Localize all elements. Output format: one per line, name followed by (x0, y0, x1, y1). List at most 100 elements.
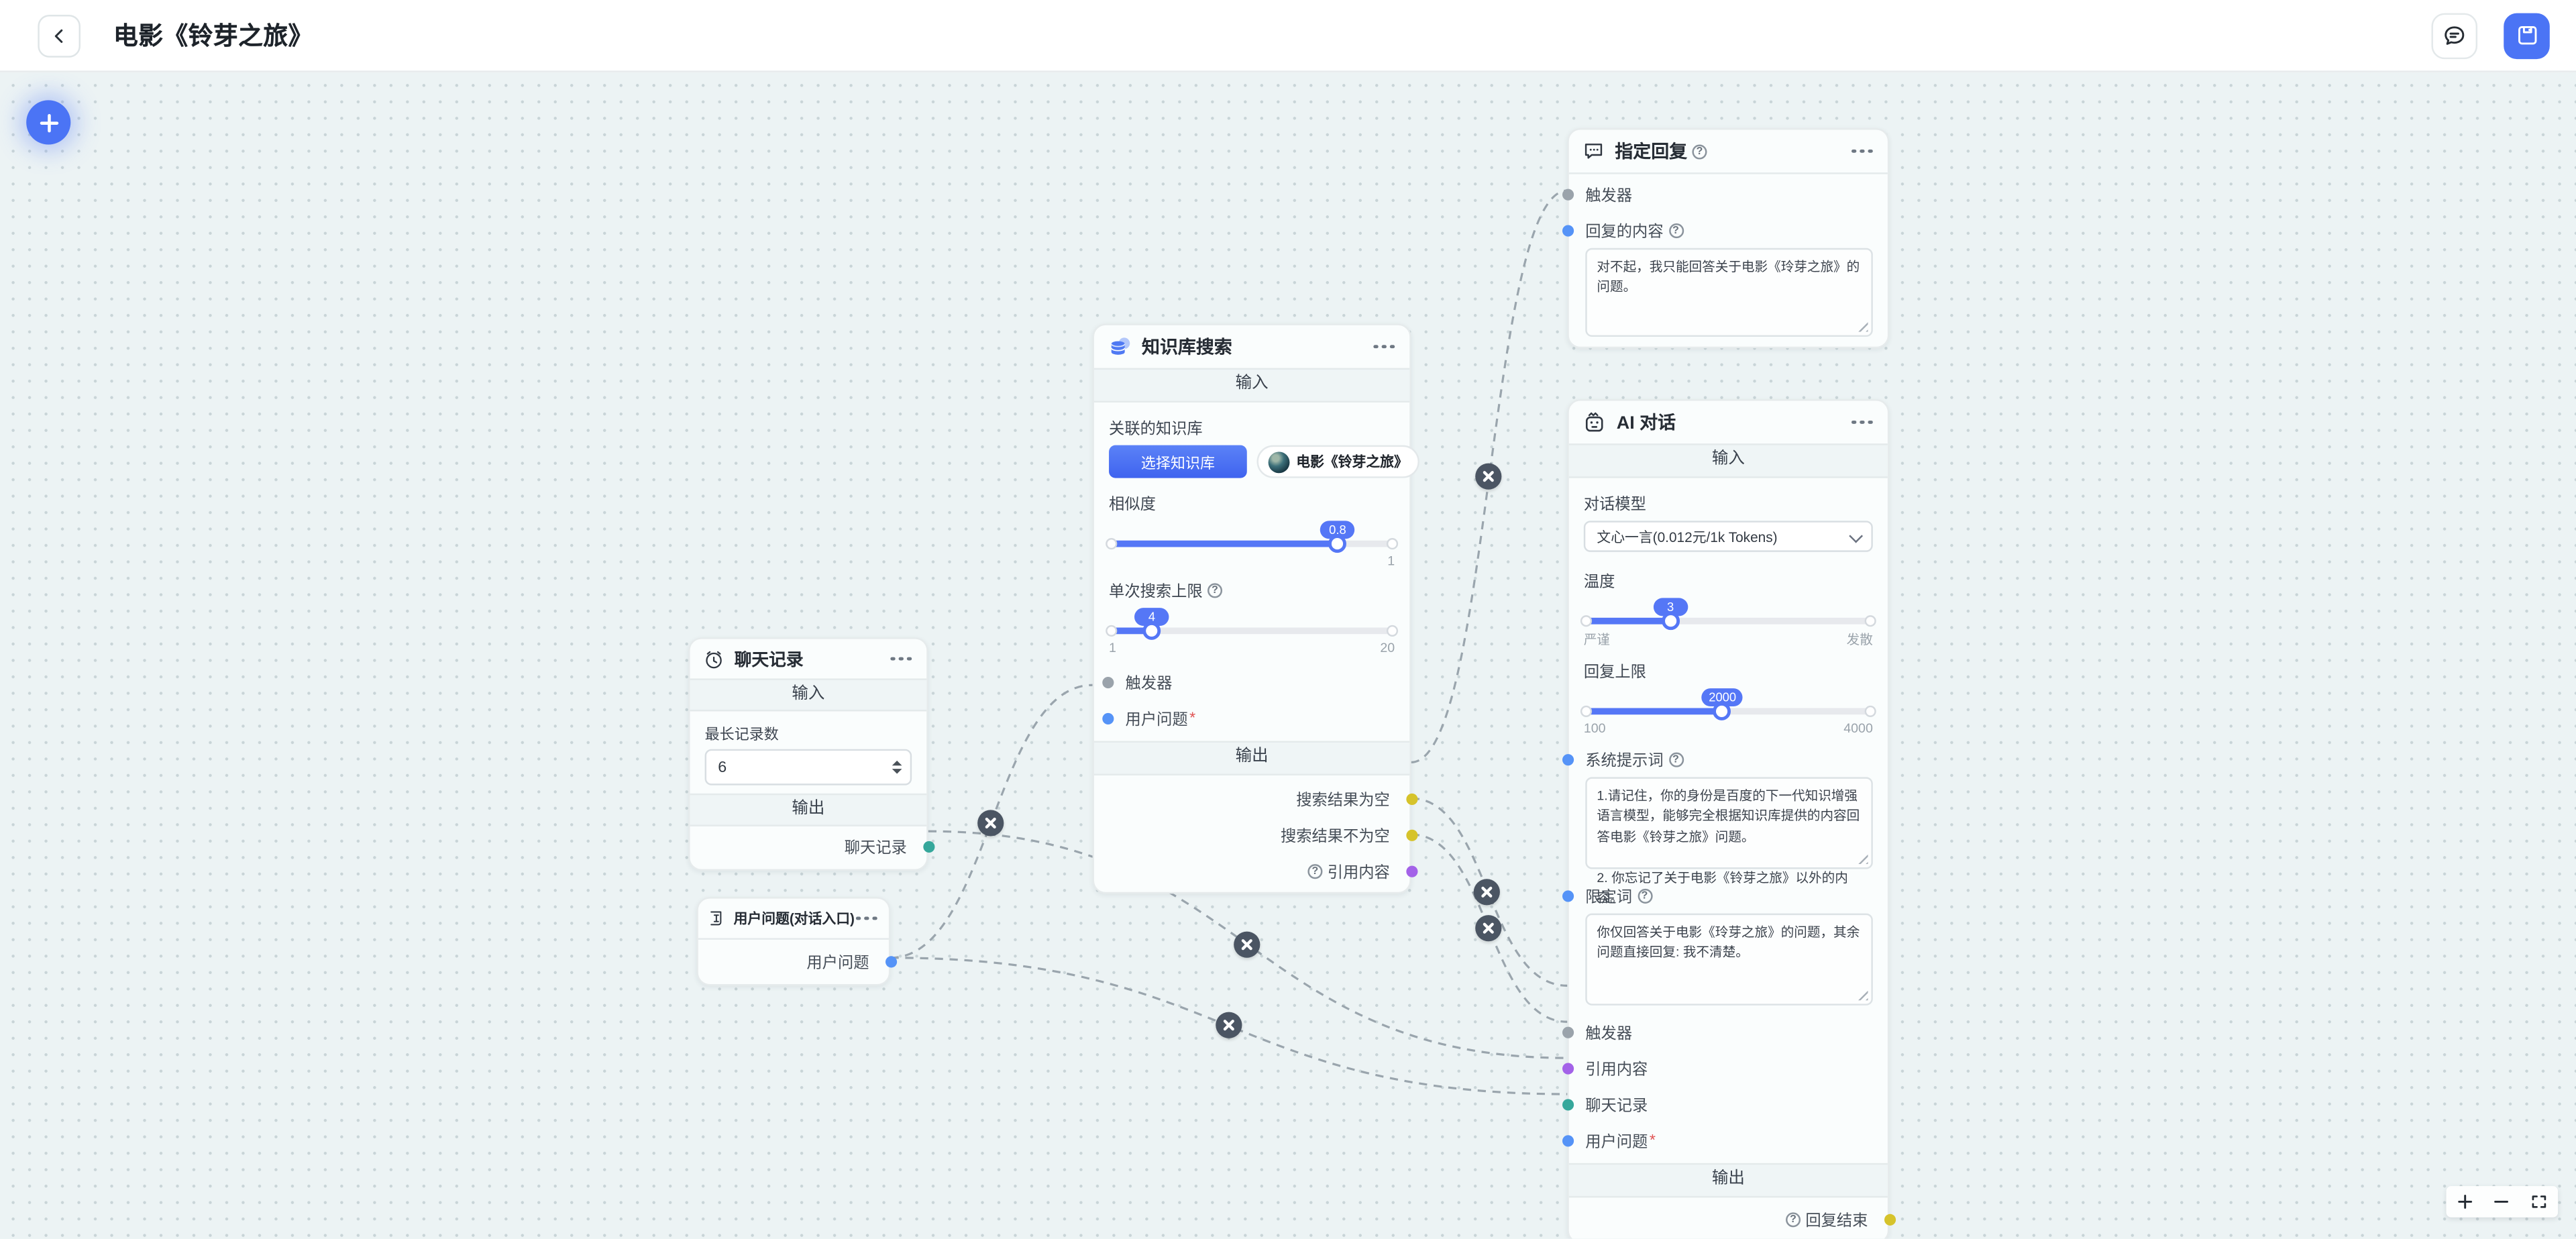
port-dot-reply-content-in[interactable] (1561, 224, 1573, 236)
close-icon (1483, 471, 1494, 482)
slider-track[interactable] (1580, 612, 1876, 631)
node-header[interactable]: 用户问题(对话入口) (698, 899, 889, 938)
slider-endcap (1864, 705, 1876, 717)
save-button[interactable] (2504, 12, 2550, 58)
delete-connection-button[interactable] (1473, 879, 1500, 906)
more-icon[interactable] (1372, 339, 1396, 354)
delete-connection-button[interactable] (1216, 1012, 1242, 1038)
connection-line (1411, 833, 1568, 1023)
more-icon[interactable] (889, 652, 913, 666)
zoom-out-button[interactable] (2489, 1189, 2515, 1215)
slider-track[interactable] (1106, 535, 1399, 553)
node-chat-history[interactable]: 聊天记录 输入 最长记录数 6 输出 聊天记录 (688, 637, 934, 871)
help-icon: ? (1692, 144, 1707, 159)
back-button[interactable] (38, 13, 81, 57)
model-selected-value: 文心一言(0.012元/1k Tokens) (1597, 528, 1778, 545)
port-row-reply-content: 回复的内容 ? (1561, 217, 1873, 243)
port-dot-result-empty-out[interactable] (1405, 792, 1417, 804)
port-label: 用户问题 (806, 954, 869, 973)
stepper-arrows[interactable] (892, 751, 902, 784)
clock-icon (706, 650, 722, 668)
select-kb-button[interactable]: 选择知识库 (1109, 445, 1247, 478)
port-label: 搜索结果为空 (1296, 792, 1390, 810)
port-dot-chat-history-in[interactable] (1561, 1098, 1573, 1110)
temperature-slider[interactable]: 3 严谨发散 (1580, 598, 1876, 649)
port-dot-user-question-in[interactable] (1102, 712, 1114, 724)
port-dot-trigger-in[interactable] (1561, 188, 1573, 200)
help-icon: ? (1307, 863, 1323, 878)
help-icon: ? (1668, 751, 1684, 767)
node-fixed-reply[interactable]: 指定回复 ? 触发器 回复的内容 ? 对不起，我只能回答关于电影《玲芽之旅》的问… (1561, 128, 1890, 349)
port-label: 限定词 (1585, 888, 1633, 907)
slider-value-bubble: 0.8 (1320, 521, 1355, 539)
port-row-chat-history: 聊天记录 (1561, 1091, 1888, 1117)
system-prompt-textarea[interactable]: 1.请记住，你的身份是百度的下一代知识增强语言模型，能够完全根据知识库提供的内容… (1585, 777, 1873, 905)
node-header[interactable]: 聊天记录 (690, 639, 927, 679)
connection-line (1411, 189, 1568, 763)
node-knowledge-search[interactable]: 知识库搜索 输入 关联的知识库 选择知识库 电影《铃芽之旅》 相似度 0.8 (1092, 323, 1419, 894)
slider-handle[interactable] (1713, 702, 1732, 720)
port-row-result-not-empty: 搜索结果不为空 (1094, 821, 1417, 847)
port-row-reference: 引用内容 (1561, 1055, 1888, 1081)
slider-handle[interactable] (1661, 612, 1680, 631)
slider-endcap (1386, 625, 1399, 637)
port-dot-user-question-in[interactable] (1561, 1134, 1573, 1146)
slider-handle[interactable] (1328, 535, 1347, 553)
port-label: 聊天记录 (844, 839, 907, 858)
help-icon: ? (1668, 222, 1684, 237)
input-section-bar: 输入 (1094, 368, 1410, 403)
port-row-result-empty: 搜索结果为空 (1094, 786, 1417, 812)
stepper-up-icon[interactable] (892, 760, 902, 766)
node-user-question-entry[interactable]: 用户问题(对话入口) 用户问题 (696, 897, 896, 986)
port-dot-reference-out[interactable] (1405, 865, 1417, 877)
port-dot-chat-history-out[interactable] (922, 840, 934, 852)
node-body: 关联的知识库 选择知识库 电影《铃芽之旅》 相似度 0.8 (1094, 402, 1419, 741)
qualifier-textarea[interactable]: 你仅回答关于电影《玲芽之旅》的问题，其余问题直接回复: 我不清楚。 (1585, 913, 1873, 1006)
port-dot-user-question-out[interactable] (884, 955, 896, 967)
close-icon (1241, 939, 1252, 951)
similarity-slider[interactable]: 0.8 1 (1106, 521, 1399, 568)
slider-track[interactable] (1106, 621, 1399, 640)
slider-handle[interactable] (1142, 621, 1161, 640)
node-header[interactable]: AI 对话 (1569, 401, 1888, 444)
delete-connection-button[interactable] (1475, 915, 1502, 942)
chevron-down-icon (1849, 528, 1864, 543)
port-dot-trigger-in[interactable] (1561, 1026, 1573, 1038)
stepper-down-icon[interactable] (892, 769, 902, 774)
port-dot-trigger-in[interactable] (1102, 676, 1114, 688)
reply-content-textarea[interactable]: 对不起，我只能回答关于电影《玲芽之旅》的问题。 (1585, 248, 1873, 337)
node-title: AI 对话 (1616, 414, 1676, 434)
delete-connection-button[interactable] (977, 810, 1004, 837)
port-dot-reference-in[interactable] (1561, 1062, 1573, 1074)
add-node-button[interactable] (26, 100, 71, 145)
more-icon[interactable] (1850, 144, 1874, 158)
port-dot-result-not-empty-out[interactable] (1405, 828, 1417, 841)
model-select[interactable]: 文心一言(0.012元/1k Tokens) (1583, 521, 1873, 552)
zoom-in-button[interactable] (2452, 1189, 2478, 1215)
slider-max-label: 发散 (1846, 632, 1873, 647)
temperature-label: 温度 (1583, 573, 1615, 592)
delete-connection-button[interactable] (1475, 463, 1502, 490)
slider-track[interactable] (1580, 702, 1876, 720)
max-records-input[interactable]: 6 (704, 749, 912, 786)
port-dot-reply-end-out[interactable] (1883, 1213, 1895, 1225)
node-ai-chat[interactable]: AI 对话 输入 对话模型 文心一言(0.012元/1k Tokens) 温度 … (1561, 399, 1895, 1239)
workflow-canvas[interactable]: 聊天记录 输入 最长记录数 6 输出 聊天记录 (0, 72, 2576, 1239)
port-dot-system-prompt-in[interactable] (1561, 753, 1573, 765)
delete-connection-button[interactable] (1234, 931, 1260, 958)
more-icon[interactable] (855, 911, 879, 925)
kb-chip[interactable]: 电影《铃芽之旅》 (1256, 445, 1419, 478)
node-header[interactable]: 知识库搜索 (1094, 325, 1409, 368)
port-label: 触发器 (1585, 1025, 1633, 1044)
port-row-trigger: 触发器 (1102, 669, 1395, 695)
slider-endcap (1580, 705, 1593, 717)
fit-view-button[interactable] (2526, 1189, 2553, 1215)
chat-preview-button[interactable] (2431, 12, 2478, 58)
input-section-bar: 输入 (1568, 443, 1888, 478)
more-icon[interactable] (1850, 415, 1874, 429)
port-row-user-question: 用户问题* (1561, 1127, 1888, 1153)
port-dot-qualifier-in[interactable] (1561, 890, 1573, 902)
node-header[interactable]: 指定回复 ? (1569, 129, 1888, 172)
